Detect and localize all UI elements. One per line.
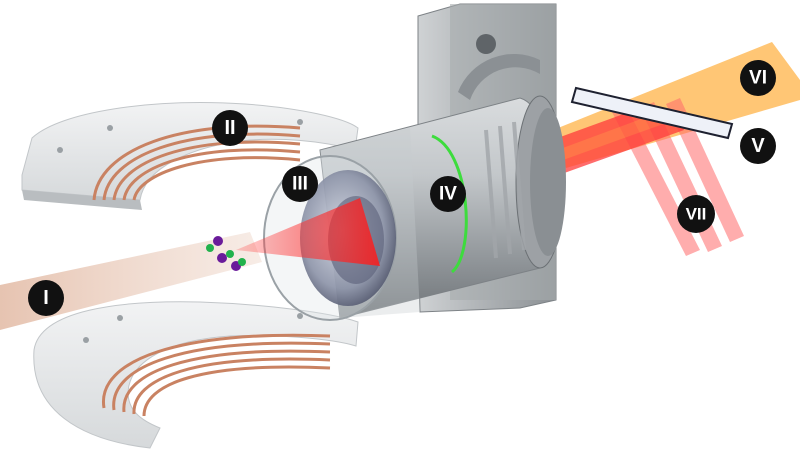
label-V: V — [740, 128, 776, 164]
atom-icon — [238, 258, 246, 266]
coil-windings — [102, 333, 331, 417]
label-VI-text: VI — [749, 68, 767, 89]
atom-beam — [0, 232, 262, 330]
green-ring — [431, 134, 468, 274]
label-V-text: V — [751, 135, 765, 157]
focused-laser-cone — [236, 198, 380, 266]
red-laser-beams — [552, 108, 684, 176]
atom-icon — [213, 236, 223, 246]
label-II-text: II — [224, 117, 235, 139]
label-III: III — [282, 166, 318, 202]
upper-coil-plate — [21, 102, 359, 210]
label-IV: IV — [430, 176, 466, 212]
label-I: I — [28, 280, 64, 316]
coil-windings — [92, 124, 301, 201]
label-I-text: I — [43, 287, 49, 309]
atoms — [206, 236, 246, 271]
atom-icon — [226, 250, 234, 258]
label-VI: VI — [740, 60, 776, 96]
label-VII: VII — [677, 195, 715, 233]
atom-icon — [217, 253, 227, 263]
atom-icon — [206, 244, 214, 252]
flange-hole — [476, 34, 496, 54]
dichroic-mirror — [570, 86, 734, 140]
label-VII-text: VII — [686, 205, 707, 224]
lower-coil-plate — [33, 301, 359, 449]
label-IV-text: IV — [439, 184, 457, 205]
label-II: II — [212, 110, 248, 146]
label-III-text: III — [292, 174, 308, 195]
